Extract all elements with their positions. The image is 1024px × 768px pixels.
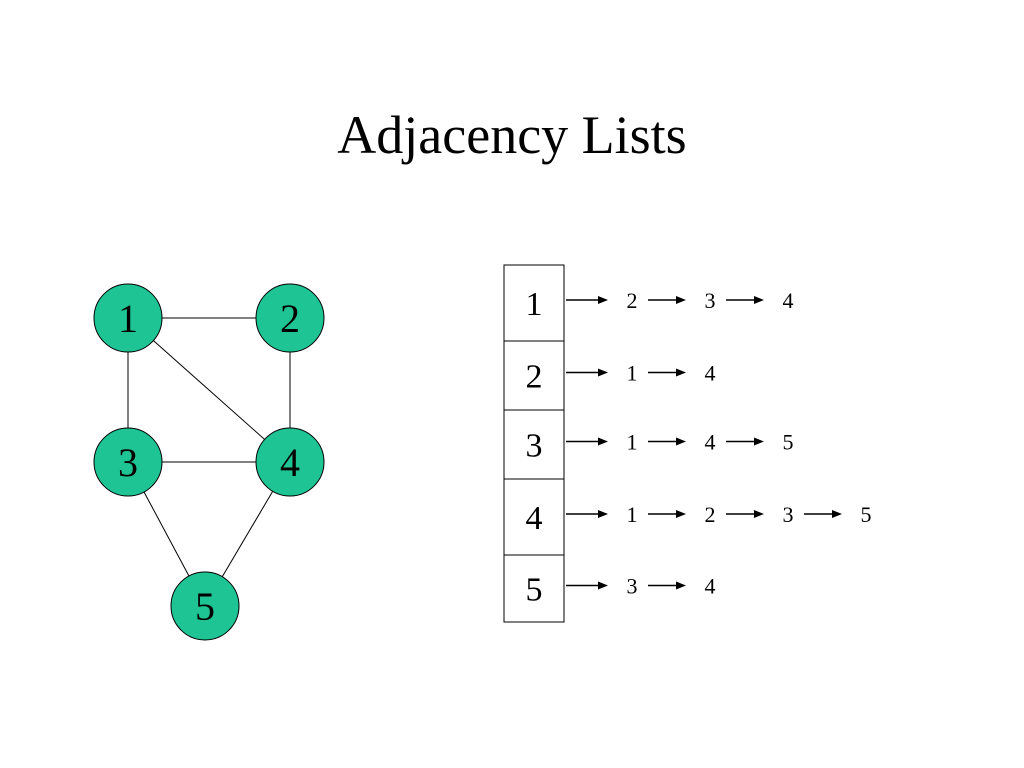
array-cell-box bbox=[503, 264, 565, 342]
adjacency-array: 1 2 3 4 5 bbox=[503, 264, 565, 623]
arrow-head-icon bbox=[754, 437, 764, 446]
array-cell-label: 3 bbox=[526, 428, 543, 465]
adjacency-list-3: 1 4 5 bbox=[566, 430, 794, 455]
array-cell-4: 4 bbox=[503, 478, 565, 556]
array-cell-1: 1 bbox=[503, 264, 565, 342]
list-node-value: 4 bbox=[783, 288, 794, 313]
graph-node-3: 3 bbox=[93, 427, 163, 497]
arrow-head-icon bbox=[598, 510, 608, 518]
arrow-head-icon bbox=[598, 296, 608, 304]
graph-node-4: 4 bbox=[255, 427, 325, 497]
arrow-head-icon bbox=[754, 296, 764, 304]
node-circle bbox=[93, 427, 163, 497]
slide-title: Adjacency Lists bbox=[337, 105, 687, 165]
array-cell-2: 2 bbox=[503, 340, 565, 411]
graph-nodes: 1 2 3 4 5 bbox=[93, 283, 325, 641]
graph-node-1: 1 bbox=[93, 283, 163, 353]
list-node-value: 1 bbox=[627, 502, 638, 527]
array-cell-box bbox=[503, 340, 565, 411]
arrow-head-icon bbox=[754, 510, 764, 518]
list-node-value: 4 bbox=[705, 430, 716, 455]
list-node-value: 5 bbox=[783, 430, 794, 455]
arrow-head-icon bbox=[676, 437, 686, 446]
arrow-head-icon bbox=[676, 510, 686, 518]
array-cell-label: 5 bbox=[526, 572, 543, 609]
node-label: 1 bbox=[118, 296, 138, 341]
arrow-head-icon bbox=[598, 437, 608, 446]
arrow-head-icon bbox=[598, 581, 608, 590]
node-circle bbox=[93, 283, 163, 353]
arrow-head-icon bbox=[598, 368, 608, 377]
node-label: 2 bbox=[280, 296, 300, 341]
list-node-value: 3 bbox=[705, 288, 716, 313]
node-circle bbox=[255, 283, 325, 353]
graph-node-2: 2 bbox=[255, 283, 325, 353]
array-cell-label: 1 bbox=[526, 286, 543, 323]
adjacency-list-1: 2 3 4 bbox=[566, 288, 794, 313]
array-cell-box bbox=[503, 554, 565, 623]
array-cell-label: 2 bbox=[526, 359, 543, 396]
arrow-head-icon bbox=[832, 510, 842, 518]
array-cell-box bbox=[503, 409, 565, 480]
list-node-value: 3 bbox=[783, 502, 794, 527]
node-circle bbox=[170, 571, 240, 641]
node-circle bbox=[255, 427, 325, 497]
graph-node-5: 5 bbox=[170, 571, 240, 641]
list-node-value: 1 bbox=[627, 361, 638, 386]
array-cell-label: 4 bbox=[526, 500, 543, 537]
list-node-value: 3 bbox=[627, 574, 638, 599]
list-node-value: 2 bbox=[705, 502, 716, 527]
arrow-head-icon bbox=[676, 581, 686, 590]
list-node-value: 1 bbox=[627, 430, 638, 455]
list-node-value: 4 bbox=[705, 361, 716, 386]
list-node-value: 5 bbox=[861, 502, 872, 527]
arrow-head-icon bbox=[676, 368, 686, 377]
node-label: 3 bbox=[118, 440, 138, 485]
list-node-value: 2 bbox=[627, 288, 638, 313]
edge-1-4 bbox=[127, 317, 291, 463]
array-cell-5: 5 bbox=[503, 554, 565, 623]
adjacency-list-4: 1 2 3 5 bbox=[566, 502, 872, 527]
node-label: 4 bbox=[280, 440, 300, 485]
array-cell-3: 3 bbox=[503, 409, 565, 480]
list-node-value: 4 bbox=[705, 574, 716, 599]
arrow-head-icon bbox=[676, 296, 686, 304]
node-label: 5 bbox=[195, 584, 215, 629]
